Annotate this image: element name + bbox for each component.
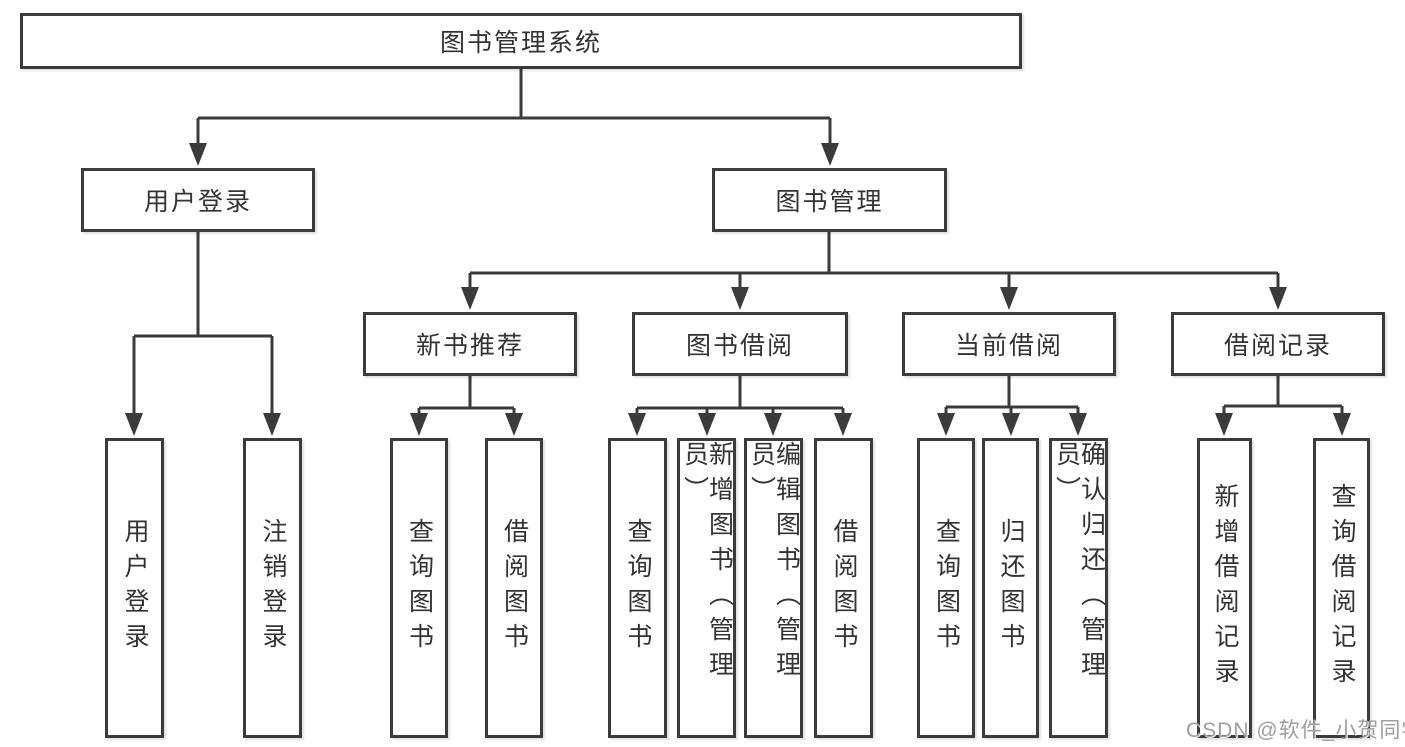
node-new-book-recommend: 新书推荐: [363, 312, 577, 376]
leaf-user-login-label: 用户登录: [121, 518, 149, 658]
node-current-borrow: 当前借阅: [902, 312, 1116, 376]
node-current-borrow-label: 当前借阅: [954, 332, 1063, 360]
leaf-query-record-label: 查询借阅记录: [1328, 483, 1356, 693]
node-book-borrow: 图书借阅: [632, 312, 848, 376]
leaf-edit-book: 编辑图书（管理员）: [744, 438, 803, 738]
leaf-query-book-1-label: 查询图书: [405, 518, 434, 658]
leaf-user-login: 用户登录: [105, 438, 164, 738]
arrowheads: [125, 143, 1351, 436]
leaf-query-record: 查询借阅记录: [1313, 438, 1370, 738]
leaf-borrow-book-1-label: 借阅图书: [500, 518, 529, 658]
node-book-management-label: 图书管理: [775, 188, 884, 216]
node-new-book-recommend-label: 新书推荐: [415, 332, 524, 360]
node-user-login-label: 用户登录: [143, 188, 252, 216]
leaf-borrow-book-2: 借阅图书: [814, 438, 873, 738]
leaf-query-book-1: 查询图书: [390, 438, 448, 738]
leaf-query-book-3: 查询图书: [917, 438, 975, 738]
node-root-label: 图书管理系统: [439, 29, 602, 57]
node-borrow-records-label: 借阅记录: [1223, 332, 1332, 360]
leaf-add-record: 新增借阅记录: [1197, 438, 1252, 738]
leaf-query-book-2-label: 查询图书: [624, 518, 652, 658]
leaf-return-book: 归还图书: [982, 438, 1039, 738]
node-book-borrow-label: 图书借阅: [685, 332, 794, 360]
leaf-add-book: 新增图书（管理员）: [677, 438, 736, 738]
leaf-logout: 注销登录: [243, 438, 302, 738]
leaf-edit-book-label: 编辑图书（管理员）: [747, 441, 801, 686]
leaf-add-record-label: 新增借阅记录: [1211, 483, 1239, 693]
leaf-confirm-return-label: 确认归还（管理员）: [1052, 441, 1106, 686]
node-user-login: 用户登录: [81, 168, 315, 232]
leaf-return-book-label: 归还图书: [997, 518, 1025, 658]
node-borrow-records: 借阅记录: [1171, 312, 1385, 376]
node-book-management: 图书管理: [712, 168, 947, 232]
leaf-borrow-book-2-label: 借阅图书: [830, 518, 858, 658]
leaf-logout-label: 注销登录: [259, 518, 287, 658]
leaf-confirm-return: 确认归还（管理员）: [1049, 438, 1108, 738]
csdn-watermark: CSDN @软件_小贺同学: [1186, 719, 1405, 742]
leaf-borrow-book-1: 借阅图书: [485, 438, 543, 738]
leaf-query-book-3-label: 查询图书: [932, 518, 961, 658]
leaf-add-book-label: 新增图书（管理员）: [680, 441, 734, 686]
node-root: 图书管理系统: [20, 13, 1022, 69]
leaf-query-book-2: 查询图书: [608, 438, 667, 738]
